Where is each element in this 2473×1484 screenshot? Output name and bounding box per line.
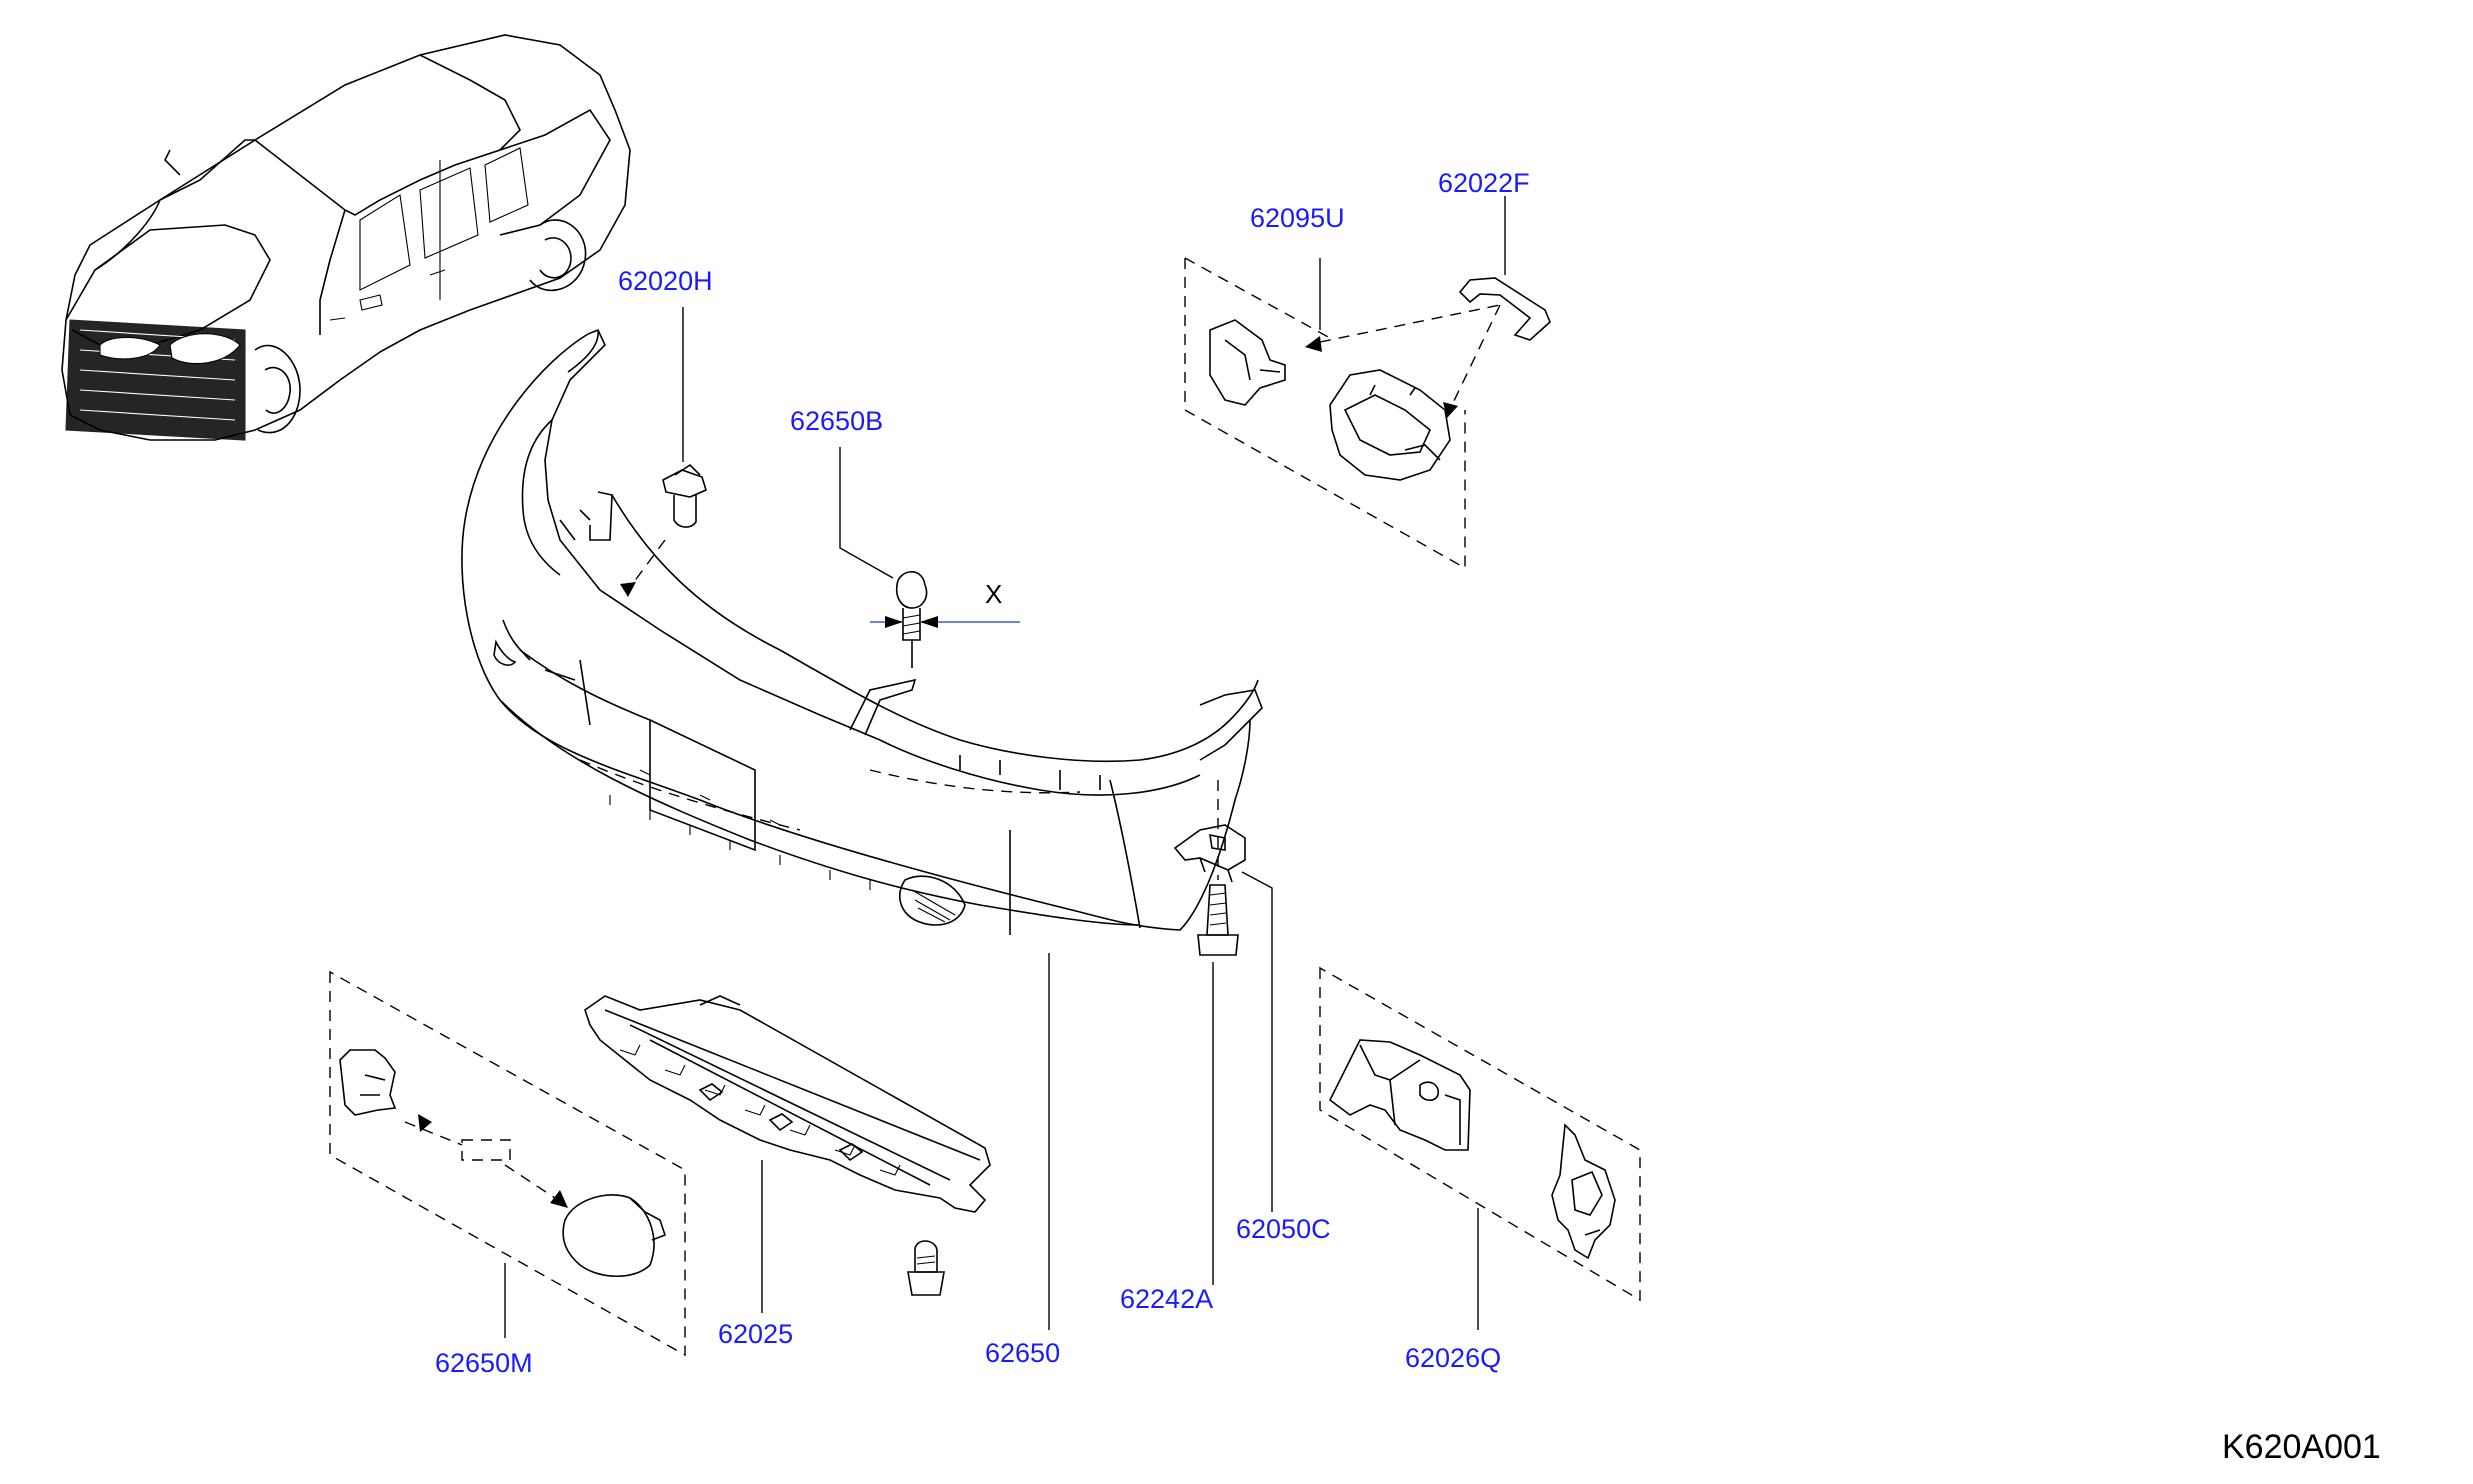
part-number-62242A[interactable]: 62242A (1120, 1284, 1213, 1314)
part-number-62095U[interactable]: 62095U (1250, 203, 1345, 233)
undercover-62025-illustration (584, 995, 991, 1296)
bolt-62650B-illustration (870, 571, 1020, 668)
bracket-group-62095U-illustration (1184, 257, 1551, 570)
part-number-62020H[interactable]: 62020H (618, 266, 713, 296)
part-number-62650B[interactable]: 62650B (790, 406, 883, 436)
leader-lines (504, 196, 1506, 1338)
part-number-62022F[interactable]: 62022F (1438, 168, 1530, 198)
part-number-62650M[interactable]: 62650M (435, 1348, 533, 1378)
figure-code: K620A001 (2222, 1428, 2381, 1466)
foglamp-group-62650M-illustration (329, 970, 686, 1357)
part-number-62026Q[interactable]: 62026Q (1405, 1343, 1501, 1373)
part-number-62050C[interactable]: 62050C (1236, 1214, 1331, 1244)
vehicle-overview-illustration (61, 34, 631, 441)
bracket-group-62026Q-illustration (1319, 966, 1641, 1302)
clip-62020H-illustration (620, 463, 707, 597)
part-number-62650[interactable]: 62650 (985, 1338, 1060, 1368)
dimension-x-label: X (985, 579, 1002, 609)
bolt-62242A-illustration (1197, 780, 1239, 956)
front-bumper-fascia (461, 328, 1263, 935)
part-number-62025[interactable]: 62025 (718, 1319, 793, 1349)
bracket-62050C-illustration (1173, 824, 1246, 883)
